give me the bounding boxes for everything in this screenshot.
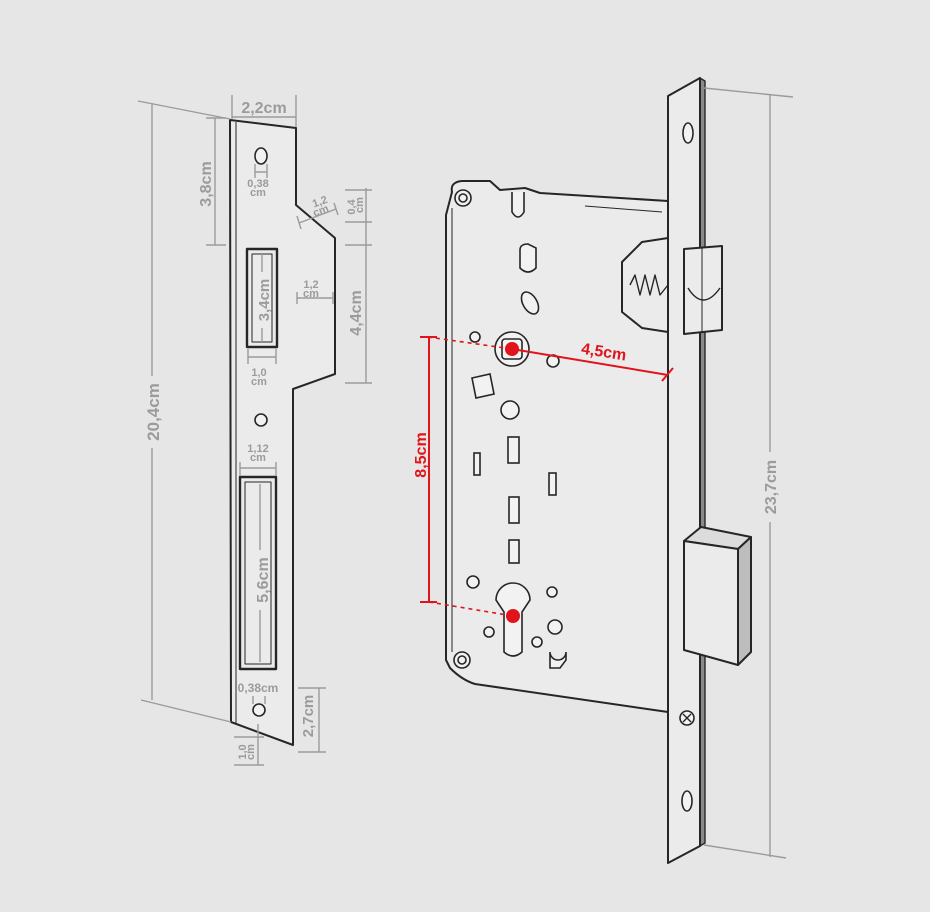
bolt-slot-width-value: 1,12 xyxy=(247,443,268,455)
faceplate xyxy=(667,77,701,864)
deadbolt-side xyxy=(737,536,752,666)
case-slot xyxy=(507,436,520,464)
lock-case-ledge xyxy=(584,205,663,213)
faceplate-bottom-hole xyxy=(681,790,693,812)
bottom-margin-value: 1,0 xyxy=(237,744,249,759)
latch-offset-value: 1,2 xyxy=(303,279,318,291)
square-cutout xyxy=(471,373,495,399)
lock-body xyxy=(445,76,752,864)
case-hole xyxy=(531,636,543,648)
upper-step-value: 1,2 xyxy=(311,194,329,211)
centre-distance-line xyxy=(420,336,437,603)
deadbolt-front xyxy=(683,540,739,666)
tongue-height-label: 4,4cm xyxy=(348,290,365,335)
upper-step-unit: cm xyxy=(311,203,330,220)
bottom-gap-label: 2,7cm xyxy=(300,695,317,738)
top-hole-unit: cm xyxy=(250,187,266,199)
bottom-gap-dimension-line xyxy=(298,687,326,753)
case-hole xyxy=(547,619,563,635)
upper-step-dimension-line xyxy=(296,202,339,230)
case-hole xyxy=(469,331,481,343)
top-hole-value: 0,38 xyxy=(247,178,268,190)
faceplate-dimension: 23,7cm xyxy=(703,87,794,859)
latch-bolt xyxy=(683,245,723,335)
slanted-pin xyxy=(520,291,540,315)
screw-cross-icon xyxy=(682,713,692,723)
bolt-slot xyxy=(238,475,278,671)
tongue-height-dimension-line xyxy=(345,244,372,384)
cylinder-centre-marker xyxy=(506,609,520,623)
strike-bottom-hole xyxy=(252,703,266,717)
top-hole-dimension-line xyxy=(254,164,268,178)
case-slot xyxy=(508,496,520,524)
spindle-centre-marker xyxy=(505,342,519,356)
strike-plate-dimensions: 2,2cm 3,8cm 0,38 cm 1,2 cm 0,4 cm 4,4cm … xyxy=(137,95,372,766)
latch-slot-width-unit: cm xyxy=(251,376,267,388)
backset-label: 4,5cm xyxy=(580,341,627,365)
bolt-slot-width-unit: cm xyxy=(250,452,266,464)
bottom-margin-unit: cm xyxy=(245,744,257,760)
key-dimensions: 4,5cm 8,5cm xyxy=(413,336,674,623)
width-label: 2,2cm xyxy=(241,100,286,117)
faceplate-height-label: 23,7cm xyxy=(763,460,780,514)
bolt-slot-inner xyxy=(244,481,272,665)
total-height-label: 20,4cm xyxy=(144,383,163,441)
backset-dashed-line xyxy=(427,336,513,350)
bolt-slot-width-line xyxy=(239,462,277,476)
backset-line xyxy=(511,348,674,382)
latch-slot-width-value: 1,0 xyxy=(251,367,266,379)
latch-bolt-bevel xyxy=(687,287,721,301)
latch-offset-unit: cm xyxy=(303,288,319,300)
upper-thickness-value: 0,4 xyxy=(346,198,358,214)
top-slot xyxy=(511,192,525,218)
case-bottom-mount-hole-inner xyxy=(457,655,467,665)
centre-distance-label: 8,5cm xyxy=(413,432,430,477)
strike-middle-hole xyxy=(254,413,268,427)
strike-plate-outline xyxy=(229,119,336,746)
case-hole xyxy=(466,575,480,589)
top-gap-label: 3,8cm xyxy=(198,161,215,206)
latch-slot-height-label: 3,4cm xyxy=(256,279,273,322)
strike-top-hole xyxy=(254,147,268,165)
latch-slot-width-line xyxy=(247,349,277,364)
latch-offset-dimension-line xyxy=(296,292,334,304)
centre-distance-dashed-line xyxy=(428,601,514,617)
faceplate-height-dimension-line xyxy=(703,87,794,859)
upper-thickness-dimension-line xyxy=(345,188,372,245)
bolt-slot-height-label: 5,6cm xyxy=(255,557,272,602)
case-slot xyxy=(473,452,481,476)
case-hole xyxy=(483,626,495,638)
faceplate-top-hole xyxy=(682,122,694,144)
bottom-hole-label: 0,38cm xyxy=(238,681,279,695)
latch-spring xyxy=(629,274,669,296)
upper-thickness-unit: cm xyxy=(354,197,366,213)
strike-plate xyxy=(229,119,336,746)
hook-cutout xyxy=(519,243,537,273)
case-hole xyxy=(500,400,520,420)
case-hole xyxy=(546,586,558,598)
width-dimension-line xyxy=(231,95,297,127)
bottom-margin-dimension-line xyxy=(234,724,264,766)
total-height-dimension-line xyxy=(137,100,232,723)
case-slot xyxy=(548,472,557,496)
bottom-hole-dimension-line xyxy=(252,696,266,704)
key-tab-cutout xyxy=(549,651,567,669)
case-slot xyxy=(508,539,520,564)
latch-slot xyxy=(245,247,279,349)
case-top-mount-hole-inner xyxy=(458,193,468,203)
